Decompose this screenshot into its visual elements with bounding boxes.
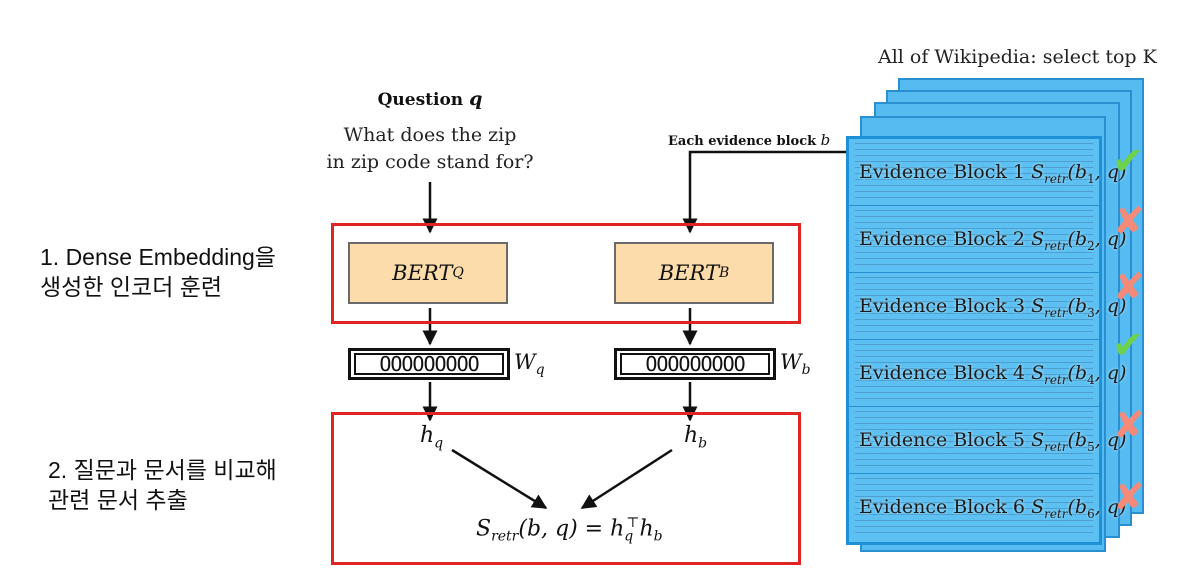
block-6-idx: 6 (1087, 506, 1095, 521)
wb-label: W (780, 350, 802, 374)
step2-line-2: 관련 문서 추출 (48, 487, 188, 513)
block-4-var: b (1074, 362, 1088, 384)
evidence-label: Each evidence block b (668, 131, 830, 149)
evidence-block-3: Evidence Block 3 Sretr(b3, q) (849, 273, 1126, 340)
bert-b-name: BERT (658, 261, 719, 285)
block-6-label-text: Evidence Block 6 (859, 496, 1026, 518)
cross-icon: ✘ (1113, 403, 1145, 447)
question-line-2: in zip code stand for? (326, 151, 534, 173)
bert-q-name: BERT (392, 261, 453, 285)
block-4-label-text: Evidence Block 4 (859, 362, 1026, 384)
wb-sub: b (801, 362, 811, 379)
encoder-training-box (331, 223, 801, 324)
score-tail: h (639, 516, 654, 542)
block-2-label: Evidence Block 2 Sretr(b2, q) (859, 228, 1127, 253)
query-weight-label: Wq (514, 350, 545, 378)
wq-label: W (514, 350, 536, 374)
block-weight-label: Wb (780, 350, 811, 378)
hq-sub: q (434, 435, 444, 452)
retrieval-box (331, 412, 801, 565)
block-6-text-lines (855, 478, 1093, 536)
block-3-label-text: Evidence Block 3 (859, 295, 1026, 317)
evidence-block-stack: Evidence Block 1 Sretr(b1, q) Evidence B… (846, 136, 1126, 545)
score-transpose: ⊤ (626, 515, 640, 531)
cross-icon: ✘ (1113, 265, 1145, 309)
hq-main: h (420, 423, 435, 448)
score-tail-sub: b (653, 528, 663, 545)
step2-line-1: 2. 질문과 문서를 비교해 (48, 457, 277, 483)
block-5-var: b (1074, 429, 1088, 451)
score-h-sub: q (624, 528, 634, 545)
block-5-idx: 5 (1087, 439, 1095, 454)
block-3-label: Evidence Block 3 Sretr(b3, q) (859, 295, 1127, 320)
score-args: (b, q) = h (518, 516, 625, 542)
check-icon: ✔ (1112, 323, 1144, 367)
block-2-idx: 2 (1087, 238, 1095, 253)
block-2-text-lines (855, 210, 1093, 268)
score-s: S (476, 516, 492, 542)
block-2-label-text: Evidence Block 2 (859, 228, 1026, 250)
arrow-hb-to-score (580, 448, 673, 510)
arrow-hq-to-score (451, 448, 548, 510)
block-5-text-lines (855, 411, 1093, 469)
evidence-block-4: Evidence Block 4 Sretr(b4, q) (849, 340, 1126, 407)
evidence-block-5: Evidence Block 5 Sretr(b5, q) (849, 407, 1126, 474)
hb-sub: b (698, 435, 708, 452)
check-icon: ✔ (1112, 139, 1144, 183)
block-1-label-text: Evidence Block 1 (859, 161, 1026, 183)
cross-icon: ✘ (1113, 199, 1145, 243)
block-6-var: b (1074, 496, 1088, 518)
query-embedding-vector: OOOOOOOOO (348, 348, 510, 380)
block-4-idx: 4 (1087, 372, 1095, 387)
block-6-label: Evidence Block 6 Sretr(b6, q) (859, 496, 1127, 521)
wq-sub: q (535, 362, 545, 379)
block-1-text-lines (855, 143, 1093, 201)
arrow-evidence-to-bert-b (682, 150, 858, 234)
wikipedia-label: All of Wikipedia: select top K (878, 46, 1157, 68)
question-title: Question q (350, 88, 510, 110)
step1-line-1: 1. Dense Embedding을 (40, 244, 276, 270)
bert-b-sub: B (718, 265, 730, 281)
step1-annotation: 1. Dense Embedding을 생성한 인코더 훈련 (40, 242, 276, 302)
evidence-label-var: b (820, 131, 831, 149)
question-var: q (469, 88, 483, 110)
query-vector-cells: OOOOOOOOO (354, 352, 504, 376)
evidence-block-1: Evidence Block 1 Sretr(b1, q) (849, 139, 1126, 206)
block-2-var: b (1074, 228, 1088, 250)
block-3-text-lines (855, 277, 1093, 335)
step1-line-2: 생성한 인코더 훈련 (40, 274, 223, 300)
hb-label: hb (684, 423, 707, 451)
score-s-sub: retr (491, 528, 519, 545)
evidence-label-text: Each evidence block (668, 134, 817, 149)
hq-label: hq (420, 423, 443, 451)
question-line-1: What does the zip (343, 124, 517, 146)
block-4-label: Evidence Block 4 Sretr(b4, q) (859, 362, 1127, 387)
block-embedding-vector: OOOOOOOOO (614, 348, 776, 380)
question-text: What does the zip in zip code stand for? (320, 122, 540, 176)
step2-annotation: 2. 질문과 문서를 비교해 관련 문서 추출 (48, 455, 277, 515)
block-vector-cells: OOOOOOOOO (620, 352, 770, 376)
block-3-idx: 3 (1087, 305, 1095, 320)
evidence-block-6: Evidence Block 6 Sretr(b6, q) (849, 474, 1126, 540)
block-4-text-lines (855, 344, 1093, 402)
bert-q-sub: Q (452, 265, 464, 281)
hb-main: h (684, 423, 699, 448)
block-1-var: b (1074, 161, 1088, 183)
block-3-var: b (1074, 295, 1088, 317)
cross-icon: ✘ (1113, 475, 1145, 519)
evidence-block-2: Evidence Block 2 Sretr(b2, q) (849, 206, 1126, 273)
block-5-label: Evidence Block 5 Sretr(b5, q) (859, 429, 1127, 454)
block-1-idx: 1 (1087, 171, 1095, 186)
block-5-label-text: Evidence Block 5 (859, 429, 1026, 451)
score-formula: Sretr(b, q) = hq⊤hb (476, 515, 663, 545)
block-1-label: Evidence Block 1 Sretr(b1, q) (859, 161, 1127, 186)
question-title-text: Question (377, 90, 464, 110)
